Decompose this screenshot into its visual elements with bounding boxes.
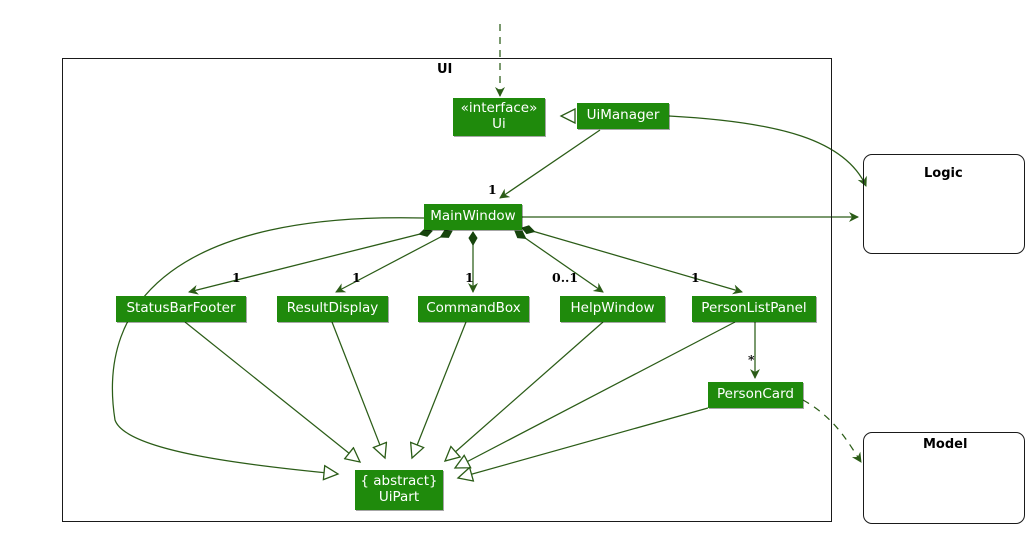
multiplicity-resultdisplay: 1 xyxy=(352,270,361,285)
package-model xyxy=(863,432,1025,524)
edge-uimanager-to-mainwindow xyxy=(499,129,601,199)
class-node-helpwindow[interactable]: HelpWindow xyxy=(560,296,665,322)
edge-commandbox-uipart xyxy=(412,321,467,458)
multiplicity-commandbox: 1 xyxy=(465,270,474,285)
edge-mainwindow-uipart xyxy=(111,217,425,474)
multiplicity-mainwindow-top: 1 xyxy=(488,182,497,197)
class-node-mainwindow-name: MainWindow xyxy=(430,208,516,225)
edge-personlistpanel-uipart xyxy=(455,321,736,468)
multiplicity-statusbarfooter: 1 xyxy=(232,270,241,285)
class-node-statusbarfooter[interactable]: StatusBarFooter xyxy=(116,296,246,322)
edge-mainwindow-resultdisplay xyxy=(335,229,453,293)
class-node-resultdisplay[interactable]: ResultDisplay xyxy=(277,296,388,322)
class-node-commandbox-name: CommandBox xyxy=(426,300,521,317)
edge-uimanager-to-logic xyxy=(668,115,867,187)
class-node-personlistpanel-name: PersonListPanel xyxy=(701,300,807,317)
multiplicity-helpwindow: 0..1 xyxy=(552,270,579,285)
class-node-resultdisplay-name: ResultDisplay xyxy=(286,300,379,317)
class-node-uipart-name: UiPart xyxy=(378,489,420,505)
class-node-ui-interface[interactable]: «interface» Ui xyxy=(453,98,545,136)
edge-mainwindow-personlistpanel xyxy=(521,225,743,295)
class-node-personcard-name: PersonCard xyxy=(717,386,794,403)
package-ui-title: UI xyxy=(434,62,456,77)
class-node-ui-interface-stereotype: «interface» xyxy=(460,100,538,117)
class-node-personcard[interactable]: PersonCard xyxy=(708,382,803,408)
package-model-title: Model xyxy=(920,437,971,452)
class-node-statusbarfooter-name: StatusBarFooter xyxy=(126,300,236,317)
package-ui xyxy=(62,58,832,522)
class-node-mainwindow[interactable]: MainWindow xyxy=(424,204,522,230)
multiplicity-personcard: * xyxy=(748,352,755,367)
class-node-personlistpanel[interactable]: PersonListPanel xyxy=(692,296,816,322)
class-node-helpwindow-name: HelpWindow xyxy=(570,300,655,317)
multiplicity-personlistpanel: 1 xyxy=(691,270,700,285)
class-node-uipart-modifier: { abstract} xyxy=(360,473,438,490)
edge-statusbarfooter-uipart xyxy=(184,321,360,462)
edge-resultdisplay-uipart xyxy=(331,321,385,458)
class-node-uimanager-name: UiManager xyxy=(586,107,660,124)
edge-personcard-to-model xyxy=(802,399,862,463)
class-node-uimanager[interactable]: UiManager xyxy=(577,103,669,129)
package-logic-title: Logic xyxy=(921,166,966,181)
package-logic xyxy=(863,154,1025,254)
class-node-uipart[interactable]: { abstract} UiPart xyxy=(355,470,443,510)
edge-personcard-uipart xyxy=(458,407,709,478)
edge-helpwindow-uipart xyxy=(445,321,604,461)
class-node-ui-interface-name: Ui xyxy=(492,116,506,132)
class-node-commandbox[interactable]: CommandBox xyxy=(418,296,529,322)
